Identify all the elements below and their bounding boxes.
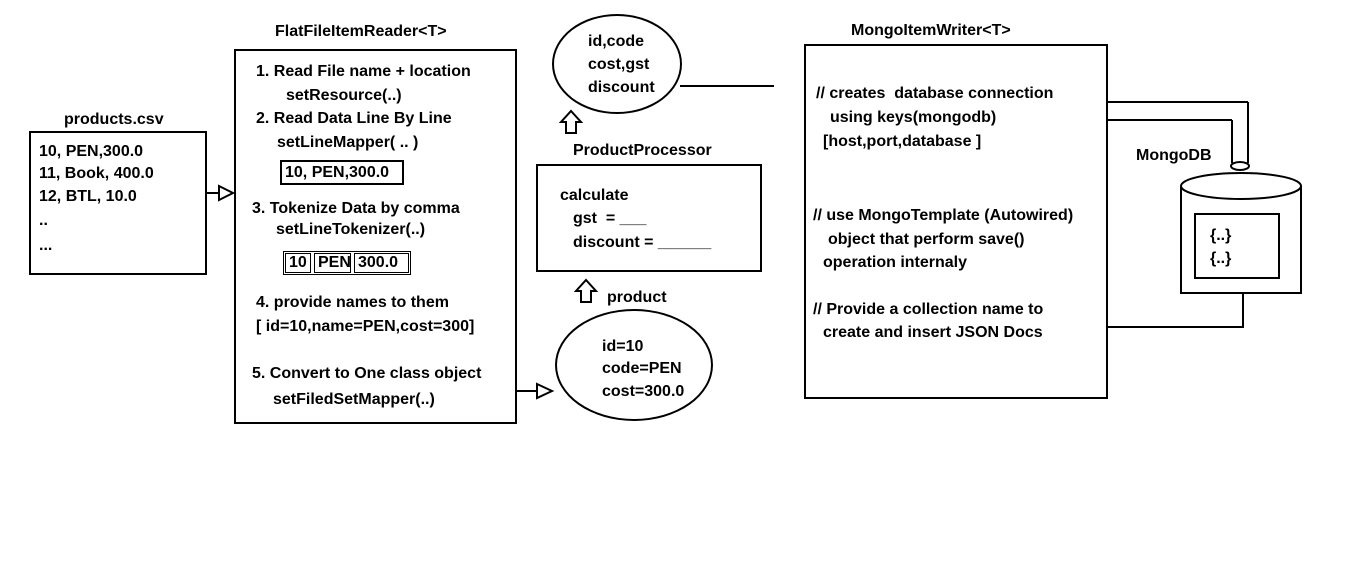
writer-comment: // creates database connection	[816, 85, 1054, 102]
product-field: id=10	[602, 338, 644, 355]
output-ellipse	[552, 14, 682, 114]
reader-step: 3. Tokenize Data by comma	[252, 200, 460, 217]
processor-to-output-arrow	[558, 109, 584, 134]
writer-comment: using keys(mongodb)	[830, 109, 997, 126]
processor-line: discount = ______	[573, 234, 712, 251]
writer-comment: // Provide a collection name to	[813, 301, 1044, 318]
reader-method: setResource(..)	[286, 87, 402, 104]
writer-comment: operation internaly	[823, 254, 968, 271]
writer-comment: create and insert JSON Docs	[823, 324, 1043, 341]
processor-box	[536, 164, 762, 272]
product-field: cost=300.0	[602, 383, 685, 400]
product-field: code=PEN	[602, 360, 682, 377]
token-cell: 300.0	[354, 253, 409, 273]
csv-line: ..	[39, 212, 48, 229]
writer-comment: object that perform save()	[828, 231, 1025, 248]
token-cell: PEN	[314, 253, 351, 273]
output-field: discount	[588, 79, 655, 96]
mongodb-label: MongoDB	[1136, 147, 1212, 164]
writer-box	[804, 44, 1108, 399]
writer-comment: // use MongoTemplate (Autowired)	[813, 207, 1074, 224]
writer-title: MongoItemWriter<T>	[851, 22, 1011, 39]
writer-comment: [host,port,database ]	[823, 133, 982, 150]
processor-title: ProductProcessor	[573, 142, 712, 159]
mongodb-doc: {..}	[1210, 227, 1232, 244]
reader-step: 4. provide names to them	[256, 294, 449, 311]
reader-box	[234, 49, 517, 424]
token-cell: 10	[285, 253, 311, 273]
collection-line	[1066, 278, 1244, 328]
token-group	[283, 251, 411, 275]
product-ellipse	[555, 309, 713, 421]
output-field: id,code	[588, 33, 645, 50]
processor-line: calculate	[560, 187, 629, 204]
output-field: cost,gst	[588, 56, 650, 73]
reader-step: 5. Convert to One class object	[252, 365, 482, 382]
reader-method: setLineTokenizer(..)	[276, 221, 426, 238]
csv-title: products.csv	[64, 111, 164, 128]
csv-line: 11, Book, 400.0	[39, 165, 154, 182]
product-label: product	[607, 289, 667, 306]
processor-line: gst = ___	[573, 210, 647, 227]
reader-step: 1. Read File name + location	[256, 63, 471, 80]
line-sample: 10, PEN,300.0	[280, 160, 404, 185]
csv-line: 12, BTL, 10.0	[39, 188, 137, 205]
product-to-processor-arrow	[573, 278, 599, 303]
reader-method: setLineMapper( .. )	[277, 134, 419, 151]
reader-step-detail: [ id=10,name=PEN,cost=300]	[256, 318, 475, 335]
reader-title: FlatFileItemReader<T>	[275, 23, 447, 40]
csv-line: 10, PEN,300.0	[39, 143, 144, 160]
mongodb-doc: {..}	[1210, 250, 1232, 267]
reader-step: 2. Read Data Line By Line	[256, 110, 452, 127]
csv-line: ...	[39, 237, 53, 254]
reader-method: setFiledSetMapper(..)	[273, 391, 435, 408]
csv-box	[29, 131, 207, 275]
